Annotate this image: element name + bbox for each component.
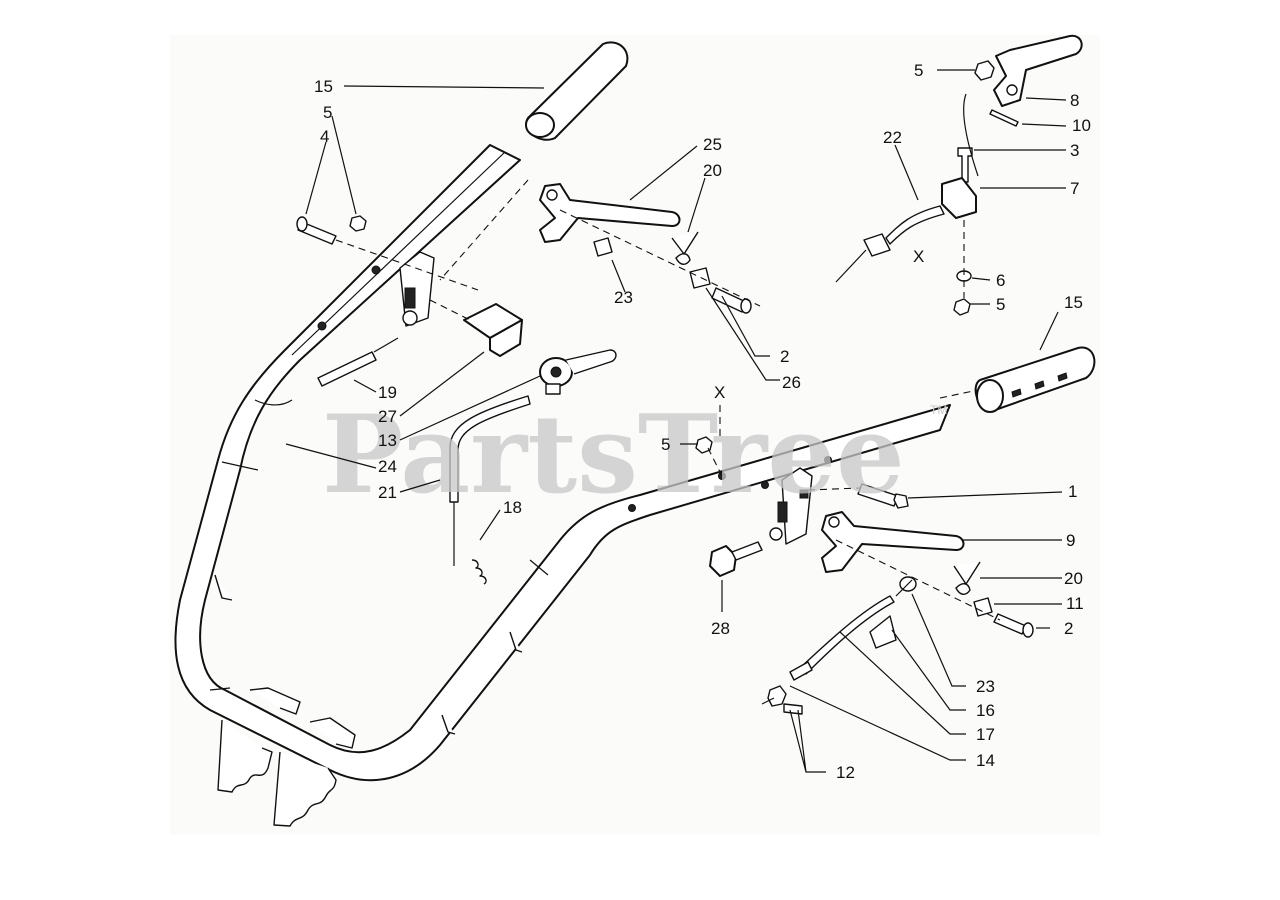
bracket-7 bbox=[941, 177, 977, 219]
callout-10: 10 bbox=[1072, 116, 1091, 135]
callout-2-lower: 2 bbox=[1064, 619, 1073, 638]
callout-18: 18 bbox=[503, 498, 522, 517]
spring-20-lower bbox=[953, 561, 981, 595]
spring-20-upper bbox=[671, 231, 699, 265]
callout-5-left: 5 bbox=[323, 103, 332, 122]
watermark: PartsTree TM bbox=[322, 392, 947, 518]
callout-1: 1 bbox=[1068, 482, 1077, 501]
callout-24: 24 bbox=[378, 457, 397, 476]
cable-22 bbox=[835, 93, 979, 283]
bushing-11 bbox=[973, 597, 993, 617]
callout-23-upper: 23 bbox=[614, 288, 633, 307]
callout-13: 13 bbox=[378, 431, 397, 450]
callout-5-lower: 5 bbox=[996, 295, 1005, 314]
callout-5-top: 5 bbox=[914, 61, 923, 80]
callout-3: 3 bbox=[1070, 141, 1079, 160]
callout-x-top: X bbox=[913, 247, 924, 266]
callout-17: 17 bbox=[976, 725, 995, 744]
leader-lines bbox=[285, 69, 1067, 773]
callout-2-upper: 2 bbox=[780, 347, 789, 366]
callout-15-right: 15 bbox=[1064, 293, 1083, 312]
grip-right bbox=[974, 346, 1096, 413]
callout-12: 12 bbox=[836, 763, 855, 782]
cable-21 bbox=[449, 395, 531, 566]
spacer-23-upper bbox=[593, 237, 613, 257]
lever-9 bbox=[821, 511, 965, 573]
nut-5-lower bbox=[953, 298, 971, 316]
spring-18 bbox=[471, 559, 487, 585]
switch-bracket-27 bbox=[463, 303, 523, 357]
callout-28: 28 bbox=[711, 619, 730, 638]
callout-20-upper: 20 bbox=[703, 161, 722, 180]
callout-19: 19 bbox=[378, 383, 397, 402]
callout-27: 27 bbox=[378, 407, 397, 426]
cable-19 bbox=[317, 337, 399, 387]
bolt-2-lower bbox=[993, 613, 1034, 638]
callout-25: 25 bbox=[703, 135, 722, 154]
handlebar-frame bbox=[174, 144, 951, 827]
callout-22: 22 bbox=[883, 128, 902, 147]
callout-23-lower: 23 bbox=[976, 677, 995, 696]
callout-14: 14 bbox=[976, 751, 995, 770]
callout-x-middle: X bbox=[714, 383, 725, 402]
watermark-text: PartsTree bbox=[322, 392, 905, 518]
callout-4: 4 bbox=[320, 127, 329, 146]
callout-20-lower: 20 bbox=[1064, 569, 1083, 588]
callout-labels: 15 5 4 25 20 23 2 26 19 27 13 24 21 18 X… bbox=[314, 61, 1091, 782]
watermark-trademark: TM bbox=[930, 403, 947, 417]
callout-21: 21 bbox=[378, 483, 397, 502]
callout-7: 7 bbox=[1070, 179, 1079, 198]
callout-5-middle: 5 bbox=[661, 435, 670, 454]
assembly-dashed-lines bbox=[335, 179, 1001, 621]
bolt-3 bbox=[957, 147, 973, 183]
callout-6: 6 bbox=[996, 271, 1005, 290]
cable-assembly-16-17 bbox=[789, 576, 917, 681]
callout-11: 11 bbox=[1066, 594, 1084, 613]
bolt-1 bbox=[857, 483, 909, 509]
lever-8 bbox=[993, 34, 1083, 107]
lever-25 bbox=[539, 183, 681, 243]
grip-left bbox=[525, 41, 629, 141]
clamp-14-12 bbox=[761, 685, 803, 715]
diagram-panel bbox=[170, 35, 1100, 835]
bolt-4 bbox=[296, 216, 337, 245]
control-13 bbox=[539, 349, 617, 395]
nut-5-left bbox=[349, 215, 367, 232]
callout-8: 8 bbox=[1070, 91, 1079, 110]
nut-5-top bbox=[974, 60, 995, 81]
pin-10 bbox=[989, 109, 1019, 127]
callout-26: 26 bbox=[782, 373, 801, 392]
callout-16: 16 bbox=[976, 701, 995, 720]
callout-9: 9 bbox=[1066, 531, 1075, 550]
bolt-28 bbox=[709, 541, 763, 577]
callout-15-left: 15 bbox=[314, 77, 333, 96]
